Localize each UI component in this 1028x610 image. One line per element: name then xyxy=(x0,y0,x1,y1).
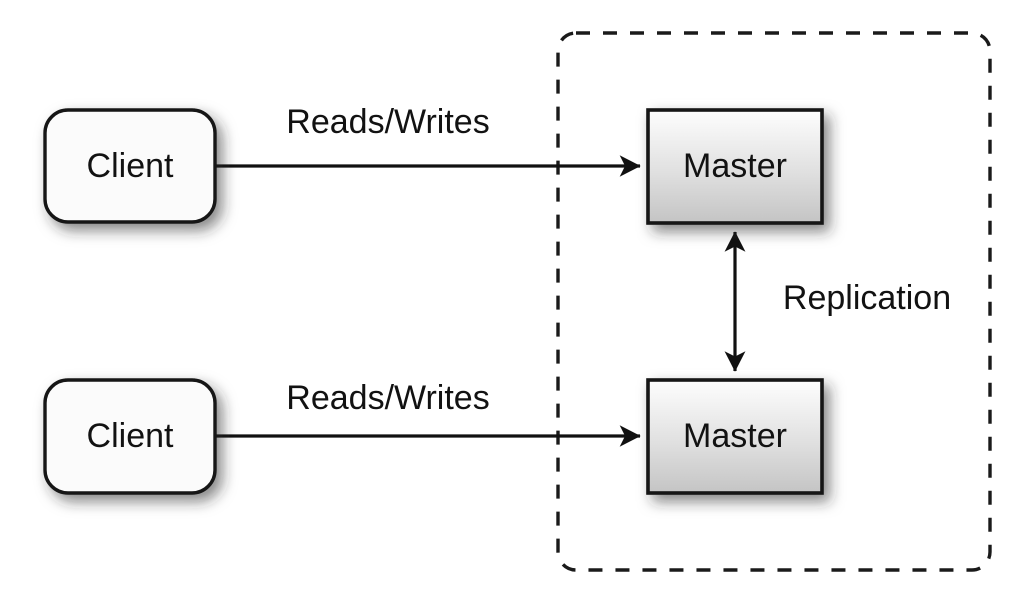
master-top-label: Master xyxy=(683,147,787,185)
client-bottom-label: Client xyxy=(87,417,174,455)
edge-label-reads-writes-bottom: Reads/Writes xyxy=(286,379,489,417)
client-bottom-shape[interactable] xyxy=(43,378,217,495)
node-master-bottom[interactable]: Master xyxy=(646,378,824,495)
master-bottom-label: Master xyxy=(683,417,787,455)
client-top-shape[interactable] xyxy=(43,108,217,224)
master-bottom-shape[interactable] xyxy=(646,378,824,495)
node-master-top[interactable]: Master xyxy=(646,108,824,225)
replication-cluster-boundary xyxy=(556,31,992,572)
master-top-shape[interactable] xyxy=(646,108,824,225)
edge-label-replication: Replication xyxy=(783,279,951,317)
node-client-top[interactable]: Client xyxy=(43,108,217,224)
edge-label-reads-writes-top: Reads/Writes xyxy=(286,103,489,141)
client-top-label: Client xyxy=(87,147,174,185)
node-client-bottom[interactable]: Client xyxy=(43,378,217,495)
